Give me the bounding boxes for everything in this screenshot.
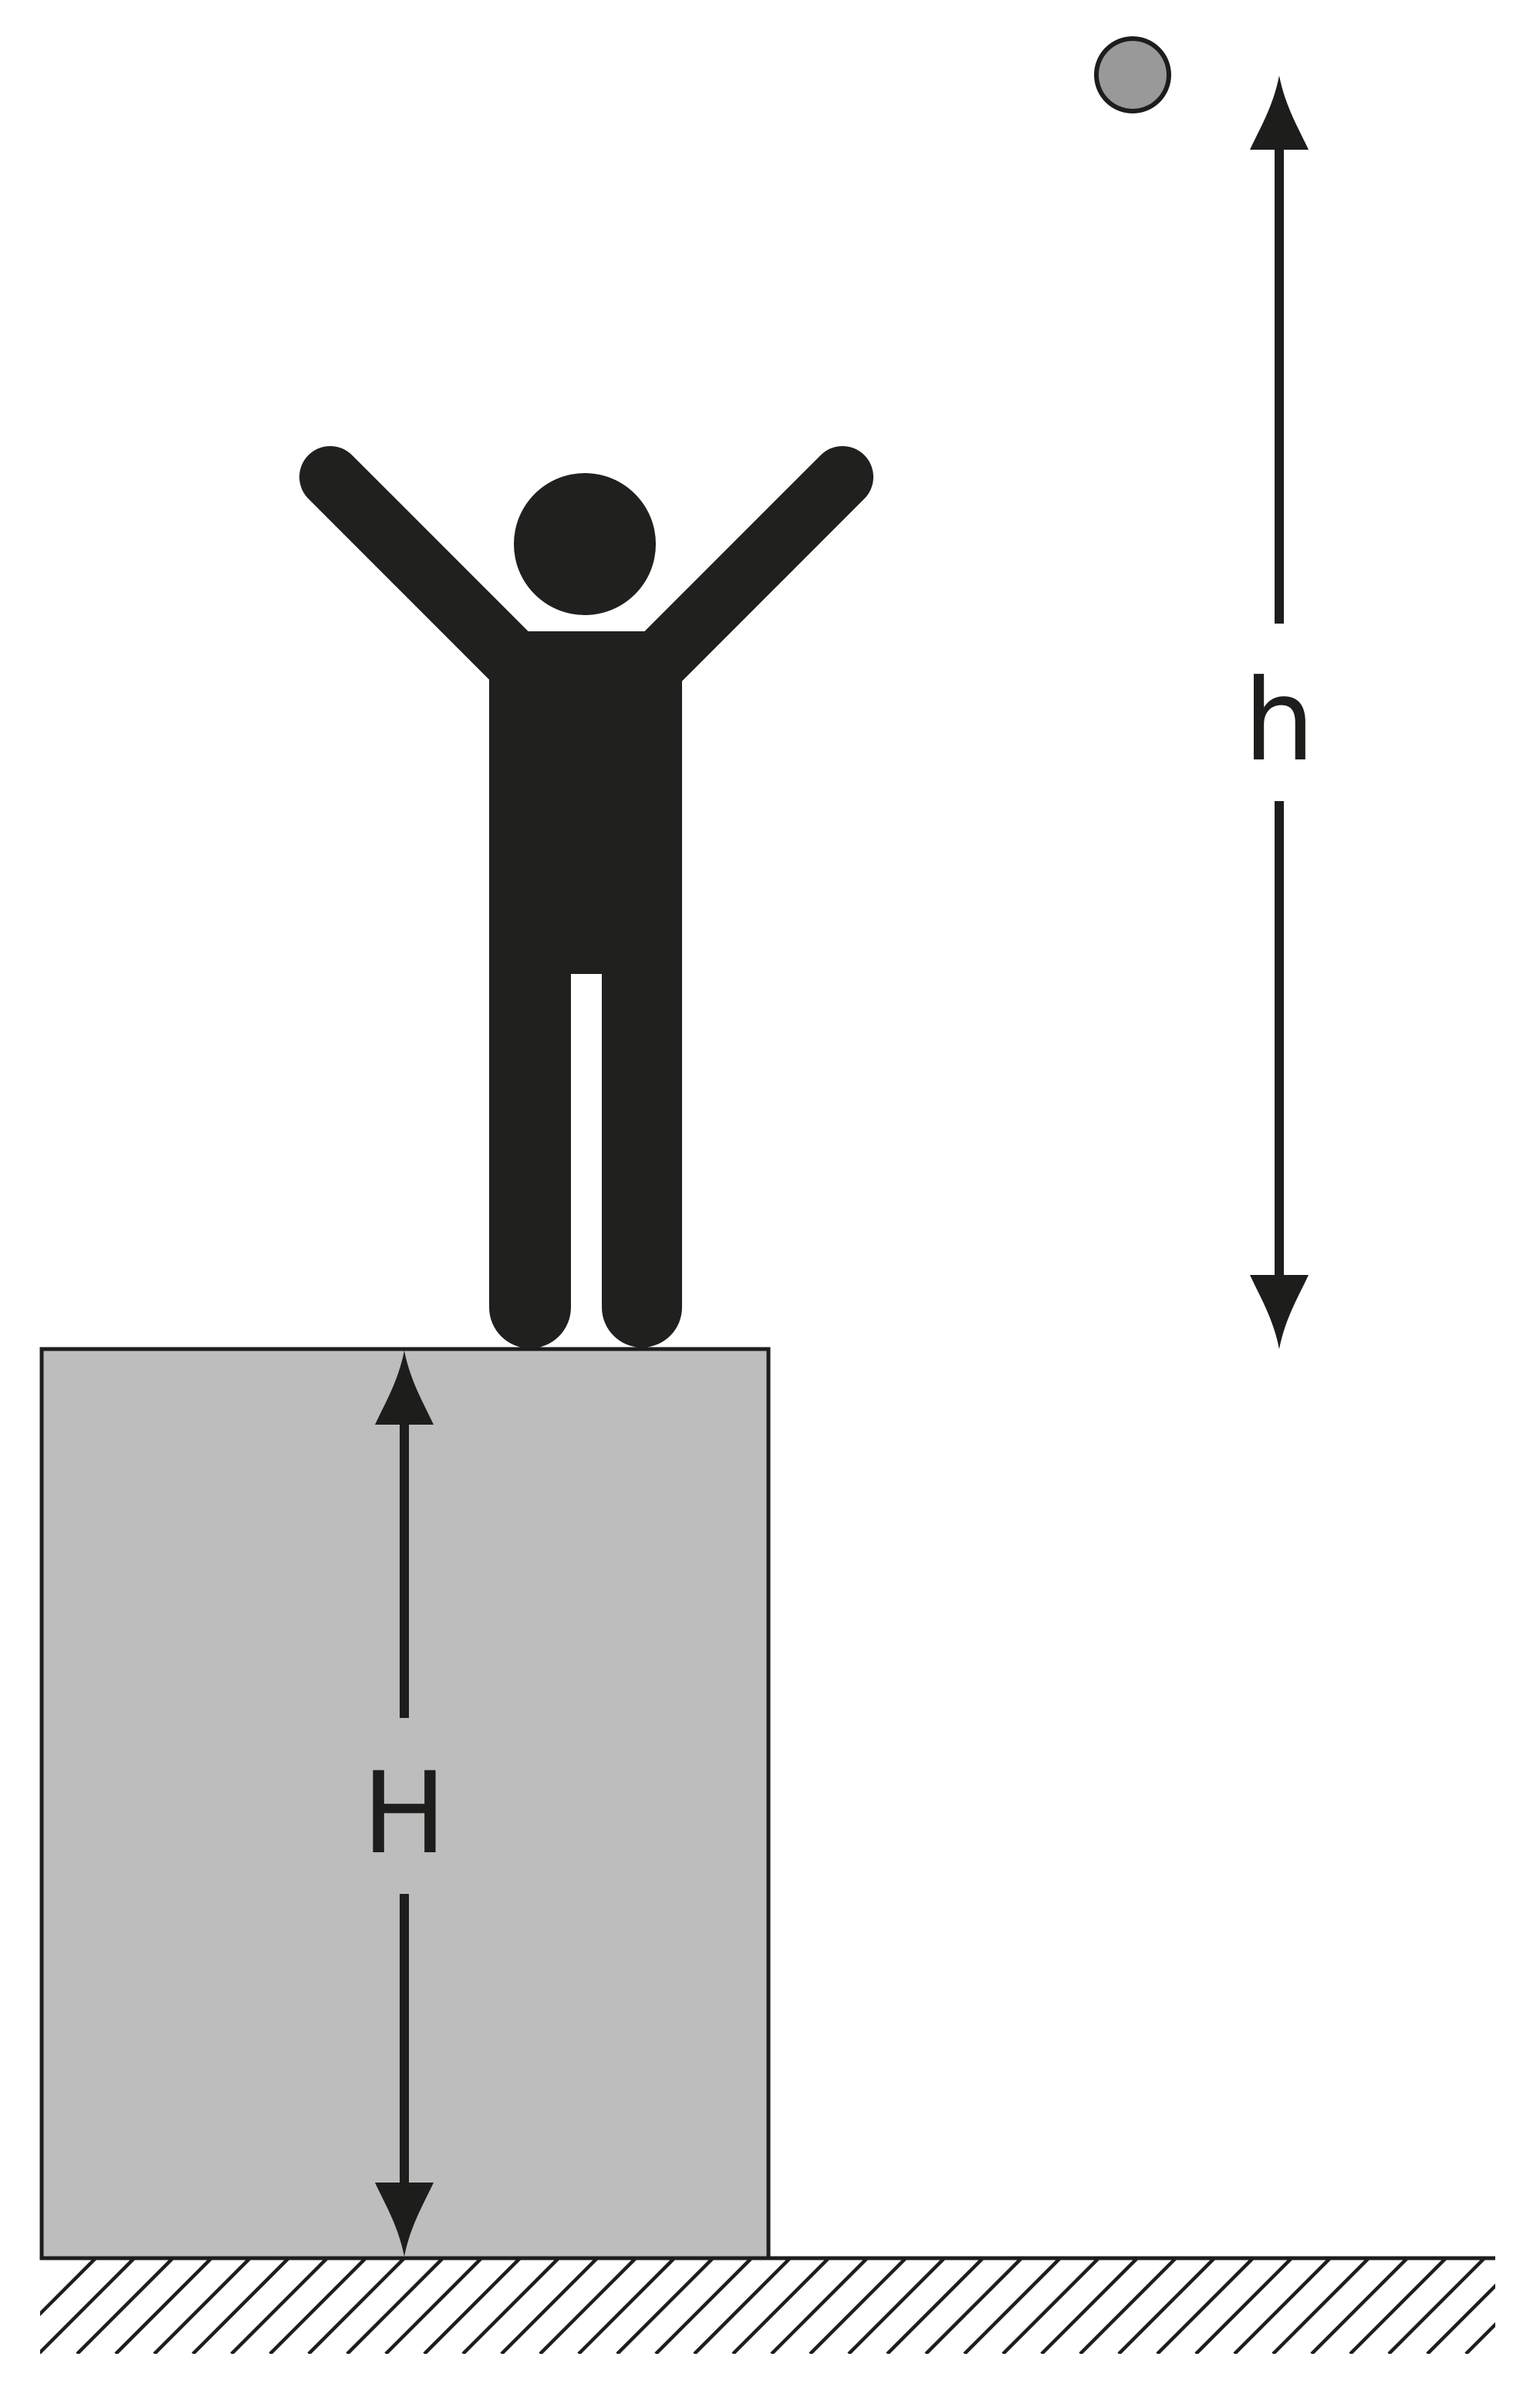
ground-hatch-line [1272,2258,1370,2354]
ground-hatch-line [654,2258,753,2354]
person-shoulders [509,631,664,693]
ground-hatch-line [1040,2258,1139,2354]
ground-hatch-line [963,2258,1062,2354]
person-arms-raised-icon [299,446,873,1348]
ground-hatch-line [1505,2258,1540,2354]
person-torso-legs [489,631,682,1348]
ball-height-arrowhead-down [1250,1275,1309,1349]
ground-hatch-line [1349,2258,1447,2354]
ground-hatch-line [1387,2258,1486,2354]
ground-hatch-line [268,2258,367,2354]
ground-hatch-line [40,2258,136,2354]
ground-hatch-line [847,2258,946,2354]
block-height-arrowhead-up [375,1351,434,1425]
ground-hatch-line [1233,2258,1332,2354]
ground-hatch-line [577,2258,676,2354]
block-height-label: H [362,1748,447,1879]
ball-height-arrowhead-up [1250,76,1309,150]
ground-hatch-line [76,2258,174,2354]
ground-hatch-line [770,2258,869,2354]
ground-hatch-line [731,2258,830,2354]
ground-hatch-line [384,2258,483,2354]
ground-hatch-line [307,2258,406,2354]
ground-hatch-line [693,2258,792,2354]
block-height-arrowhead-down [375,2183,434,2257]
ground-hatch-line [924,2258,1023,2354]
ground [40,2256,1540,2354]
person-left-arm [299,446,566,713]
ball-height-label: h [1244,655,1315,786]
ground-hatch-line [1117,2258,1216,2354]
block-height-dimension: H [362,1351,447,2257]
person-right-arm [606,446,873,713]
ground-hatch-line [40,2258,97,2317]
ground-hatch-line [191,2258,290,2354]
ground-hatch-line [1426,2283,1495,2354]
ball-height-dimension: h [1244,76,1315,1349]
ground-hatch-line [1001,2258,1100,2354]
ground-hatch-line [539,2258,637,2354]
ground-hatch-line [114,2258,213,2354]
ground-hatch-line [1310,2258,1409,2354]
ground-hatch-line [1079,2258,1177,2354]
ball-icon [1094,36,1171,113]
ground-hatch-line [1194,2258,1293,2354]
ground-hatch-line [230,2258,329,2354]
ground-hatch-line [616,2258,714,2354]
ground-hatch-line [1156,2258,1255,2354]
ground-hatch-line [886,2258,984,2354]
ground-hatching [40,2258,1540,2354]
ground-hatch-line [500,2258,599,2354]
ground-hatch-line [153,2258,252,2354]
ground-hatch-line [423,2258,522,2354]
person-head [514,473,656,615]
ground-hatch-line [809,2258,907,2354]
ground-hatch-line [461,2258,560,2354]
ground-hatch-line [346,2258,444,2354]
ground-hatch-line [1464,2321,1495,2354]
